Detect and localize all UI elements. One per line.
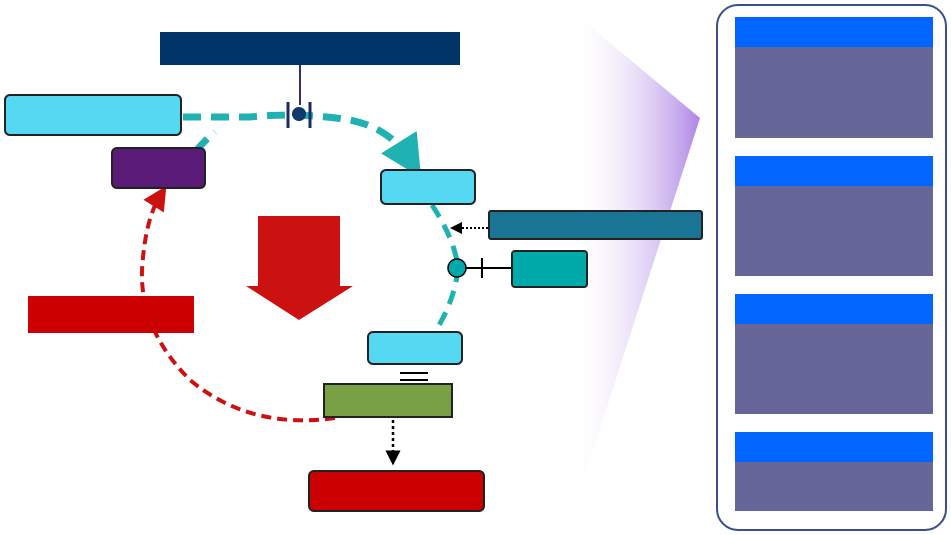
cycle-arrow-top <box>183 111 422 178</box>
cycle-arc-right <box>429 203 461 334</box>
big-down-arrow <box>246 216 353 320</box>
top-bar <box>160 32 460 65</box>
panel-card-4-header <box>735 432 933 462</box>
panel-card-2-body <box>735 186 933 276</box>
panel-card-2 <box>735 156 933 276</box>
top-inhibit-node <box>292 107 306 121</box>
panel-card-3 <box>735 294 933 414</box>
teal-inhibit-node <box>447 258 467 278</box>
teal-bar <box>488 210 703 240</box>
purple-box <box>111 147 206 189</box>
red-bottom-box <box>308 470 485 512</box>
panel-card-2-header <box>735 156 933 186</box>
zoom-fan <box>568 8 700 528</box>
teal-box <box>511 250 588 288</box>
panel-card-4-body <box>735 462 933 511</box>
panel-card-4 <box>735 432 933 511</box>
green-box <box>323 383 453 418</box>
panel-card-1 <box>735 17 933 138</box>
left-cyan-box <box>4 94 182 136</box>
panel-card-1-body <box>735 47 933 138</box>
panel-card-3-body <box>735 324 933 414</box>
red-left-box <box>28 296 194 333</box>
bottom-cyan-box <box>367 331 463 365</box>
panel-card-3-header <box>735 294 933 324</box>
panel-card-1-header <box>735 17 933 47</box>
right-cyan-box <box>380 169 476 205</box>
feedback-loop <box>139 185 336 423</box>
